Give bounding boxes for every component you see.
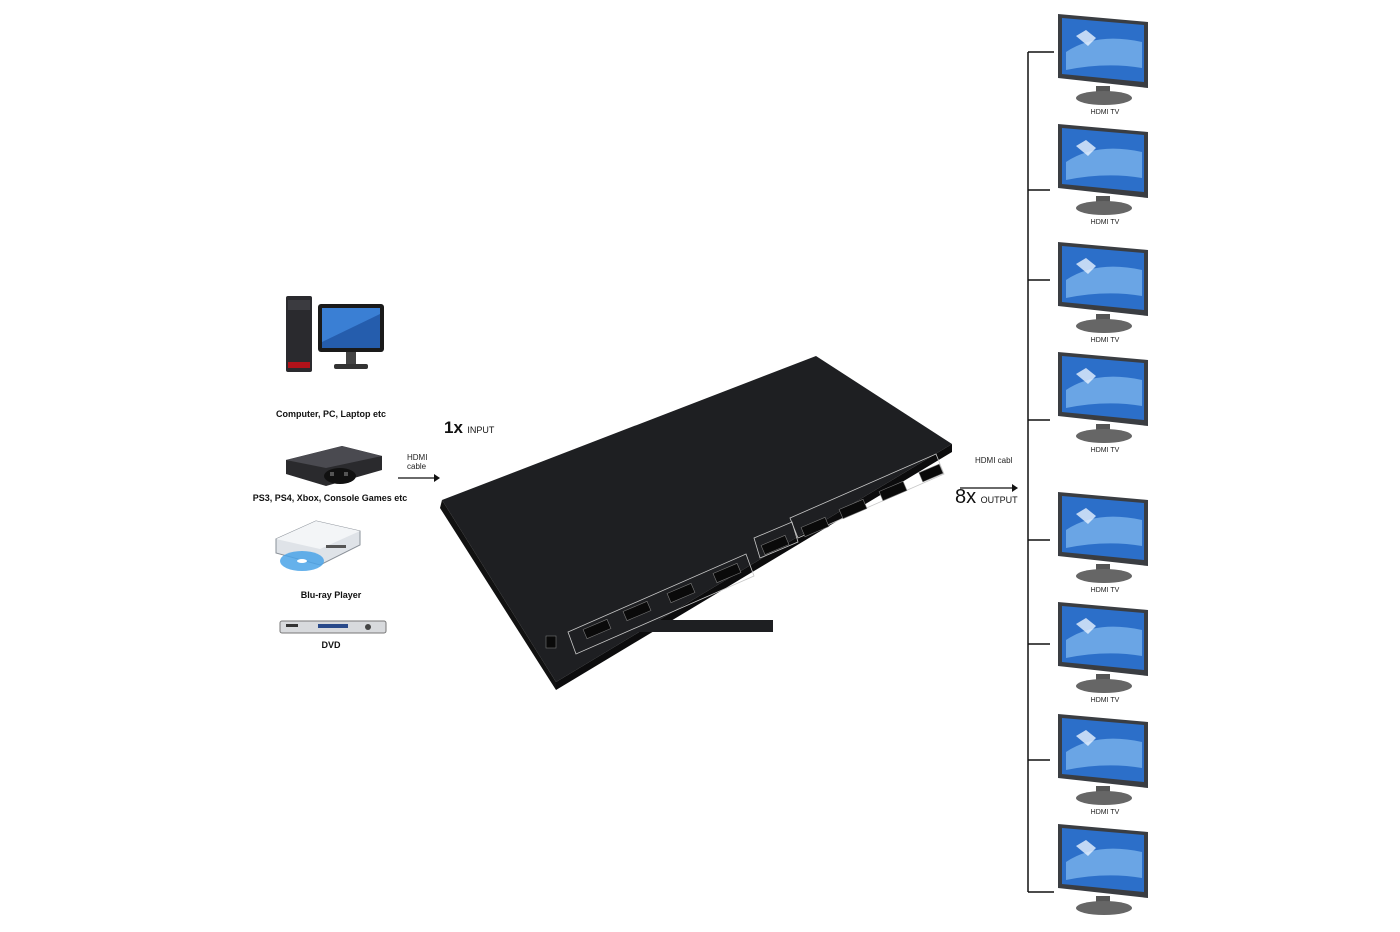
input-cable-line1: HDMI bbox=[407, 453, 428, 462]
tv-icon bbox=[1058, 602, 1148, 693]
computer-icon bbox=[286, 296, 384, 372]
input-count: 1x bbox=[444, 418, 463, 437]
tv-label: HDMI TV bbox=[1090, 447, 1120, 454]
tv-icon bbox=[1058, 824, 1148, 915]
output-bracket bbox=[1027, 51, 1054, 893]
source-label-computer: Computer, PC, Laptop etc bbox=[275, 409, 386, 419]
dvd-player-icon bbox=[279, 620, 387, 634]
tv-icon bbox=[1058, 242, 1148, 333]
tv-icon bbox=[1058, 124, 1148, 215]
tv-label: HDMI TV bbox=[1090, 109, 1120, 116]
input-cable-label: HDMI cable bbox=[407, 453, 427, 471]
input-cable-line2: cable bbox=[407, 462, 427, 471]
tv-label: HDMI TV bbox=[1090, 219, 1120, 226]
input-arrow bbox=[398, 474, 440, 482]
source-label-bluray: Blu-ray Player bbox=[300, 590, 362, 600]
tv-label: HDMI TV bbox=[1090, 337, 1120, 344]
hdmi-splitter-device bbox=[440, 356, 952, 690]
input-label: INPUT bbox=[467, 425, 495, 435]
tv-icon bbox=[1058, 492, 1148, 583]
output-count-label: 8x OUTPUT bbox=[955, 486, 1018, 509]
output-label: OUTPUT bbox=[980, 495, 1018, 505]
game-console-icon bbox=[286, 446, 382, 486]
tv-icon bbox=[1058, 352, 1148, 443]
output-cable-label: HDMI cabl bbox=[975, 456, 1013, 465]
output-arrow bbox=[960, 484, 1018, 492]
source-label-console: PS3, PS4, Xbox, Console Games etc bbox=[252, 493, 408, 503]
bluray-player-icon bbox=[275, 520, 361, 571]
tv-icon bbox=[1058, 714, 1148, 805]
tv-icon bbox=[1058, 14, 1148, 105]
tv-label: HDMI TV bbox=[1090, 809, 1120, 816]
tv-label: HDMI TV bbox=[1090, 587, 1120, 594]
tv-label: HDMI TV bbox=[1090, 697, 1120, 704]
input-count-label: 1x INPUT bbox=[444, 418, 494, 438]
source-label-dvd: DVD bbox=[321, 640, 341, 650]
output-count: 8x bbox=[955, 486, 977, 508]
